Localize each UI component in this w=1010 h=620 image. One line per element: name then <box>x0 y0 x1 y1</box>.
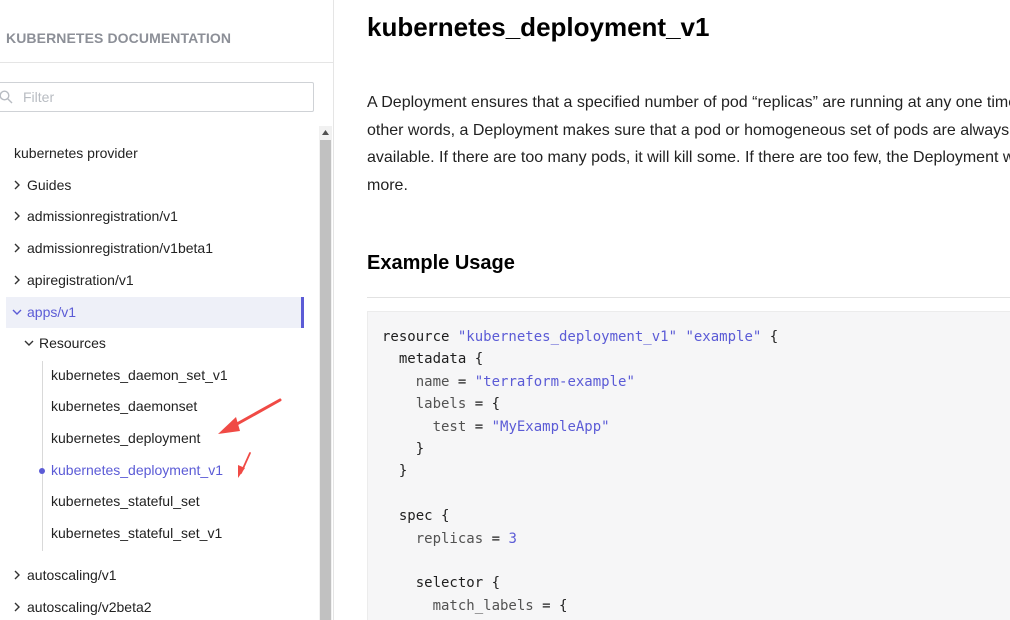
sidebar-item-kubernetes-provider[interactable]: kubernetes provider <box>6 138 302 169</box>
chevron-right-icon <box>14 211 20 221</box>
search-icon <box>0 90 13 104</box>
sidebar: KUBERNETES DOCUMENTATION kubernetes prov… <box>0 0 334 620</box>
code-line: metadata { <box>382 351 484 367</box>
filter-box[interactable] <box>0 82 314 112</box>
main-content: kubernetes_deployment_v1 A Deployment en… <box>334 0 1010 620</box>
sidebar-item-resources[interactable]: Resources <box>18 328 302 359</box>
current-page-indicator <box>39 468 45 474</box>
sidebar-item-label: kubernetes provider <box>14 145 138 161</box>
chevron-right-icon <box>14 275 20 285</box>
sidebar-item-autoscaling-v1[interactable]: autoscaling/v1 <box>6 560 302 591</box>
sidebar-scrollbar[interactable] <box>319 126 332 620</box>
code-line: labels = { <box>382 396 501 412</box>
sidebar-item-label: admissionregistration/v1beta1 <box>27 240 213 256</box>
sidebar-item-label: apps/v1 <box>27 304 77 320</box>
sidebar-item-admissionregistration-v1beta1[interactable]: admissionregistration/v1beta1 <box>6 233 302 264</box>
code-line: name = "terraform-example" <box>382 374 635 390</box>
annotation-arrow-icon <box>218 398 282 478</box>
code-line: resource "kubernetes_deployment_v1" "exa… <box>382 329 779 345</box>
sidebar-resource-item[interactable]: kubernetes_stateful_set <box>51 493 200 509</box>
chevron-down-icon <box>12 309 22 315</box>
scrollbar-thumb[interactable] <box>320 140 331 620</box>
divider <box>367 297 1010 298</box>
filter-input[interactable] <box>23 87 293 107</box>
sidebar-item-admissionregistration-v1[interactable]: admissionregistration/v1 <box>6 201 302 232</box>
sidebar-title: KUBERNETES DOCUMENTATION <box>6 30 232 46</box>
sidebar-item-apiregistration-v1[interactable]: apiregistration/v1 <box>6 265 302 296</box>
sidebar-item-label: apiregistration/v1 <box>27 272 134 288</box>
sidebar-item-label: Guides <box>27 177 72 193</box>
example-usage-heading: Example Usage <box>367 252 515 274</box>
sidebar-item-label: autoscaling/v2beta2 <box>27 599 152 615</box>
sidebar-header: KUBERNETES DOCUMENTATION <box>0 0 333 63</box>
sidebar-item-label: Resources <box>39 335 106 351</box>
code-line: } <box>382 441 425 457</box>
scroll-up-arrow-icon[interactable] <box>319 126 332 139</box>
sidebar-item-guides[interactable]: Guides <box>6 170 302 201</box>
code-block: resource "kubernetes_deployment_v1" "exa… <box>367 311 1010 620</box>
code-line: } <box>382 463 408 479</box>
code-line: spec { <box>382 508 450 524</box>
code-line: test = "MyExampleApp" <box>382 419 610 435</box>
sidebar-resource-item[interactable]: kubernetes_daemon_set_v1 <box>51 367 228 383</box>
chevron-right-icon <box>14 602 20 612</box>
sidebar-resource-item[interactable]: kubernetes_stateful_set_v1 <box>51 525 223 541</box>
chevron-right-icon <box>14 570 20 580</box>
page-title: kubernetes_deployment_v1 <box>367 12 710 42</box>
code-line: selector { <box>382 575 501 591</box>
sidebar-item-autoscaling-v2beta2[interactable]: autoscaling/v2beta2 <box>6 592 302 620</box>
tree-guide-line <box>42 361 43 551</box>
sidebar-resource-item[interactable]: kubernetes_deployment <box>51 430 201 446</box>
sidebar-resource-item[interactable]: kubernetes_daemonset <box>51 398 198 414</box>
sidebar-resource-item-current[interactable]: kubernetes_deployment_v1 <box>51 462 224 478</box>
chevron-down-icon <box>24 340 34 346</box>
sidebar-item-apps-v1[interactable]: apps/v1 <box>6 297 304 328</box>
chevron-right-icon <box>14 243 20 253</box>
code-line: replicas = 3 <box>382 531 517 547</box>
sidebar-item-label: admissionregistration/v1 <box>27 208 178 224</box>
chevron-right-icon <box>14 180 20 190</box>
page-description: A Deployment ensures that a specified nu… <box>367 94 1010 194</box>
code-line: match_labels = { <box>382 598 568 614</box>
sidebar-item-label: autoscaling/v1 <box>27 567 117 583</box>
